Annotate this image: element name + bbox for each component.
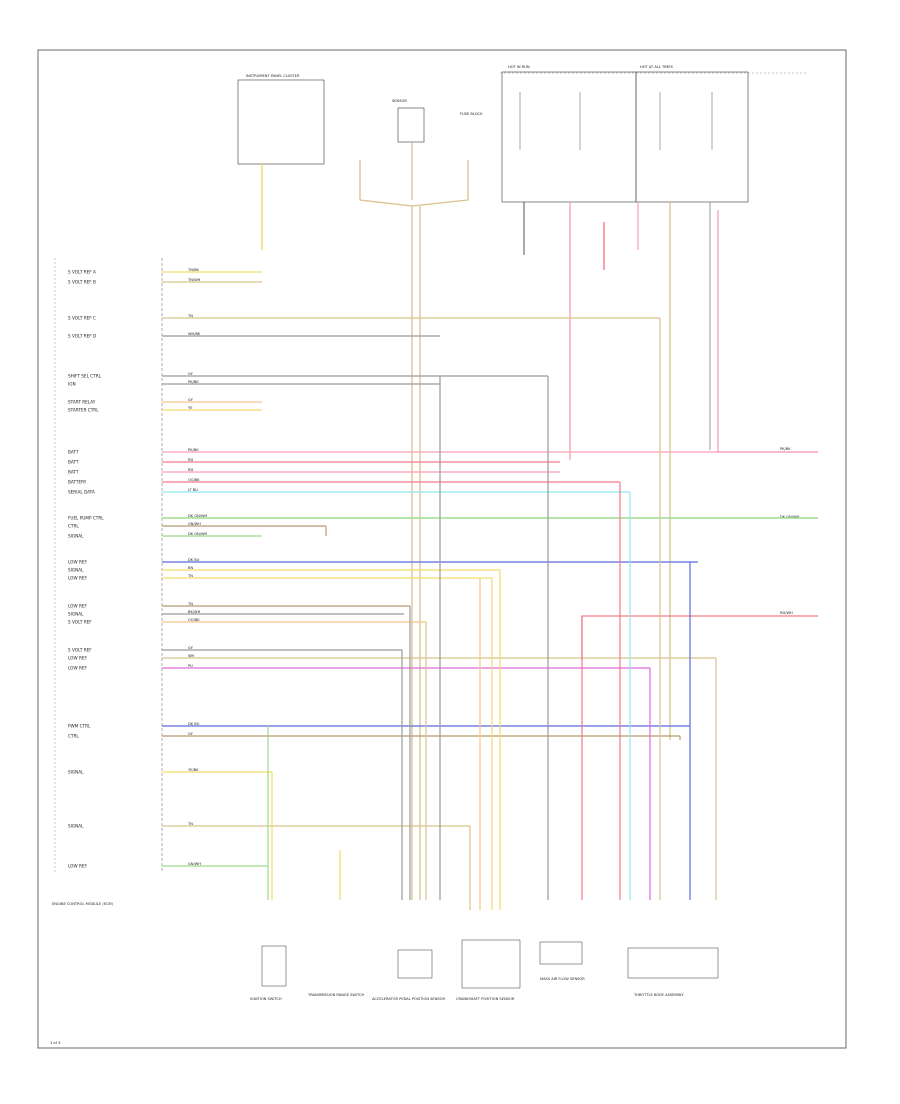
wire-color-label: BN bbox=[188, 566, 193, 570]
pin-label: SIGNAL bbox=[68, 824, 84, 829]
pin-label: BATT bbox=[68, 470, 79, 475]
pin-label: LOW REF bbox=[68, 656, 88, 661]
diagram-frame bbox=[37, 49, 847, 1049]
wire-color-label: TN bbox=[187, 602, 193, 606]
pin-label: BATTERY bbox=[68, 480, 87, 485]
pin-label: 5 VOLT REF bbox=[68, 620, 92, 625]
instrument-panel-cluster: INSTRUMENT PANEL CLUSTER bbox=[237, 74, 325, 250]
right-label-1: PK/BK bbox=[780, 447, 791, 451]
pin-label: LOW REF bbox=[68, 666, 88, 671]
wire-color-label: RD bbox=[188, 468, 193, 472]
ecm-connector bbox=[54, 258, 163, 872]
pin-label: SHIFT SEL CTRL bbox=[68, 374, 102, 379]
wire-color-label: GY bbox=[188, 398, 194, 402]
wire-color-label: TN bbox=[187, 822, 193, 826]
hot-at-all-times-label: HOT AT ALL TIMES bbox=[640, 65, 674, 69]
wire-color-label: PK/BK bbox=[188, 448, 199, 452]
wire-color-label: DK BU bbox=[188, 558, 200, 562]
wire-color-label: TN/WH bbox=[187, 278, 201, 282]
wire-color-label: GY bbox=[188, 646, 194, 650]
sensor-label: SENSOR bbox=[392, 99, 407, 103]
wire-color-label: PU bbox=[188, 664, 193, 668]
pin-label: SERIAL DATA bbox=[68, 490, 95, 495]
sensor-component: SENSOR bbox=[392, 99, 425, 143]
wire-color-label: TN bbox=[187, 574, 193, 578]
pin-label: STARTER CTRL bbox=[68, 408, 99, 413]
right-wire-labels: PK/BK DK GN/WH RD/WH bbox=[780, 447, 800, 615]
pin-label: SIGNAL bbox=[68, 770, 84, 775]
pin-label: 5 VOLT REF bbox=[68, 648, 92, 653]
pin-label: LOW REF bbox=[68, 864, 88, 869]
wire-color-label: TN bbox=[187, 314, 193, 318]
wire-color-label: WH/BK bbox=[188, 332, 201, 336]
pin-label: IGN bbox=[68, 382, 76, 387]
pin-label: BATT bbox=[68, 450, 79, 455]
pin-label: START RELAY bbox=[68, 400, 96, 405]
wire-color-label: PK/BK bbox=[188, 380, 199, 384]
wire-color-label: DK GN/WH bbox=[188, 532, 208, 536]
page-number: 1 of 3 bbox=[50, 1041, 60, 1045]
wire-color-label: GN/WH bbox=[188, 522, 201, 526]
pin-label: SIGNAL bbox=[68, 534, 84, 539]
pin-label: CTRL bbox=[68, 524, 79, 529]
right-runs bbox=[162, 517, 818, 660]
wire-color-label: LT BU bbox=[188, 488, 198, 492]
bottom-label-4: CRANKSHAFT POSITION SENSOR bbox=[456, 997, 515, 1001]
ecm-pins: 5 VOLT REF A TN/BK 5 VOLT REF B TN/WH 5 VOLT… bbox=[68, 268, 818, 869]
wire-color-label: GY bbox=[188, 372, 194, 376]
bottom-label-2: TRANSMISSION RANGE SWITCH bbox=[307, 993, 365, 997]
pin-label: SIGNAL bbox=[68, 612, 84, 617]
vertical-drops bbox=[261, 164, 717, 910]
bottom-label-5: MASS AIR FLOW SENSOR bbox=[540, 977, 585, 981]
pin-label: BATT bbox=[68, 460, 79, 465]
wire-color-label: YE/BK bbox=[188, 768, 199, 772]
pin-label: 5 VOLT REF A bbox=[68, 270, 96, 275]
wire-color-label: GN/WH bbox=[188, 862, 201, 866]
fuse-label: FUSE BLOCK bbox=[460, 112, 483, 116]
module-label: ENGINE CONTROL MODULE (ECM) bbox=[52, 902, 114, 906]
pin-label: PWM CTRL bbox=[68, 724, 91, 729]
pin-label: SIGNAL bbox=[68, 568, 84, 573]
bottom-components: IGNITION SWITCH TRANSMISSION RANGE SWITC… bbox=[250, 939, 719, 1001]
wire-color-label: OG/BK bbox=[188, 618, 200, 622]
wire-color-label: YE bbox=[188, 406, 193, 410]
wire-color-label: DK GN/WH bbox=[188, 514, 208, 518]
pin-label: CTRL bbox=[68, 734, 79, 739]
right-label-3: RD/WH bbox=[780, 611, 793, 615]
fuse-block: FUSE BLOCK bbox=[460, 112, 483, 116]
wire-color-label: OG/BK bbox=[188, 478, 200, 482]
bottom-label-1: IGNITION SWITCH bbox=[250, 997, 282, 1001]
bottom-label-6: THROTTLE BODY ASSEMBLY bbox=[633, 993, 684, 997]
wire-color-label: GY bbox=[188, 732, 194, 736]
wire-color-label: WH bbox=[188, 654, 195, 658]
pin-label: LOW REF bbox=[68, 604, 88, 609]
pin-label: LOW REF bbox=[68, 576, 88, 581]
upper-harness bbox=[359, 142, 469, 900]
wire-color-label: BK/WH bbox=[188, 610, 201, 614]
pin-label: 5 VOLT REF B bbox=[68, 280, 96, 285]
pin-label: 5 VOLT REF C bbox=[68, 316, 96, 321]
pin-label: FUEL PUMP CTRL bbox=[68, 516, 104, 521]
bottom-label-3: ACCELERATOR PEDAL POSITION SENSOR bbox=[372, 997, 445, 1001]
ip-label: INSTRUMENT PANEL CLUSTER bbox=[246, 74, 300, 78]
hot-in-run-label: HOT IN RUN bbox=[508, 65, 530, 69]
right-label-2: DK GN/WH bbox=[780, 515, 800, 519]
wire-color-label: DK BU bbox=[188, 722, 200, 726]
wire-color-label: RD bbox=[188, 458, 193, 462]
wire-color-label: TN/BK bbox=[187, 268, 200, 272]
pin-label: LOW REF bbox=[68, 560, 88, 565]
pin-label: 5 VOLT REF D bbox=[68, 334, 96, 339]
